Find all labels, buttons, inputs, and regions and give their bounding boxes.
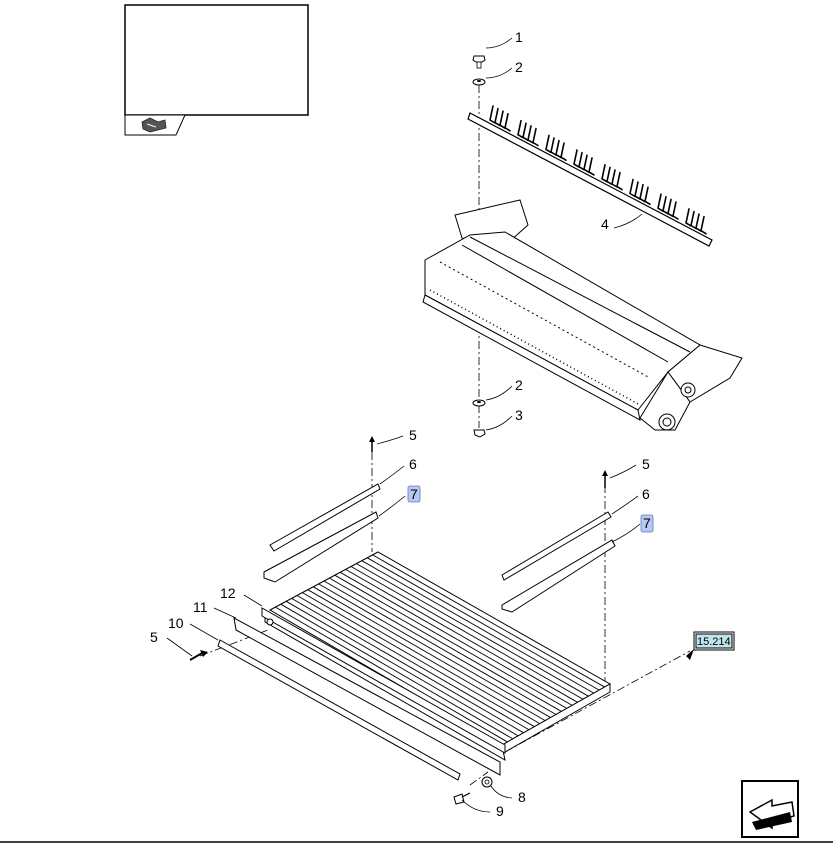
callout-5-bottom: 5	[150, 629, 158, 645]
floor-slat	[356, 563, 589, 697]
callout-10: 10	[168, 615, 184, 631]
callout-2-bottom: 2	[515, 377, 523, 393]
callout-6-left: 6	[409, 456, 417, 472]
callout-5-right: 5	[642, 456, 650, 472]
floor-slat	[296, 595, 530, 731]
part-2-washer-top[interactable]	[472, 78, 486, 86]
header-frame[interactable]	[422, 199, 743, 431]
tine	[700, 215, 707, 235]
part-5-pin-left[interactable]	[369, 436, 375, 452]
leader-lines	[166, 37, 643, 813]
tine	[517, 119, 524, 139]
tine	[489, 105, 496, 124]
tine	[504, 113, 511, 132]
tine	[560, 142, 567, 161]
overview-thumbnail[interactable]	[124, 4, 309, 136]
tine	[545, 134, 552, 154]
tine	[667, 198, 674, 218]
floor-slat	[329, 577, 562, 712]
callout-8: 8	[518, 789, 526, 805]
part-4-tine-bar[interactable]	[467, 105, 713, 247]
tine	[606, 166, 613, 186]
callout-6-right: 6	[642, 486, 650, 502]
callout-3: 3	[515, 407, 523, 423]
callout-2-top: 2	[515, 59, 523, 75]
callout-5-left: 5	[409, 427, 417, 443]
tine	[573, 149, 580, 168]
floor-slat	[323, 580, 557, 715]
floor-slat	[275, 606, 508, 743]
part-5-pin-right[interactable]	[602, 470, 608, 488]
tine	[672, 201, 679, 220]
tine	[494, 107, 501, 127]
floor-slat	[285, 600, 519, 737]
book-icon	[141, 117, 167, 133]
floor-slat	[372, 554, 605, 688]
tine	[695, 213, 702, 232]
tine	[685, 208, 692, 227]
tine	[657, 193, 664, 212]
callout-4: 4	[601, 216, 609, 232]
floor-slat	[318, 583, 551, 718]
floor-slat	[280, 603, 514, 740]
tine	[555, 139, 562, 159]
tine	[690, 210, 697, 230]
floor-slat	[312, 586, 546, 721]
part-5-pin-bottom[interactable]	[189, 650, 208, 661]
part-7-strip-right[interactable]	[501, 539, 616, 613]
part-6-strip-right[interactable]	[501, 511, 612, 581]
tine	[522, 122, 529, 142]
part-6-strip-left[interactable]	[269, 483, 381, 552]
tine	[639, 183, 646, 203]
tine	[629, 178, 636, 198]
part-3-nut[interactable]	[473, 429, 486, 438]
reference-arrow	[686, 649, 694, 660]
callout-7-left: 7	[410, 486, 418, 502]
floor-slat	[302, 592, 535, 728]
tine	[634, 181, 641, 200]
floor-slat	[366, 557, 600, 691]
part-11-cover-plate[interactable]	[233, 617, 501, 776]
callout-7-left-highlight	[407, 485, 421, 503]
floor-slat	[350, 566, 584, 700]
callouts: 1 2 2 3 4 5 6 7 5 6 7 12 11 10 5 8 9	[150, 29, 654, 819]
tine	[527, 125, 534, 144]
tine	[583, 154, 590, 174]
floor-slat	[339, 571, 573, 706]
part-12-side-rail[interactable]	[261, 607, 506, 754]
part-1-bolt[interactable]	[472, 55, 486, 69]
floor-slat	[307, 589, 541, 725]
callout-7-right: 7	[643, 515, 651, 531]
tine	[644, 186, 651, 206]
reference-tag-label: 15.214	[697, 636, 731, 648]
next-page-arrow-icon[interactable]	[741, 780, 799, 838]
part-7-strip-left[interactable]	[263, 511, 379, 583]
floor-slat	[361, 560, 595, 694]
callout-11: 11	[193, 599, 208, 615]
tine	[662, 196, 669, 215]
tine	[499, 110, 506, 129]
callout-7-right-highlight	[640, 514, 654, 533]
part-2-washer-bottom[interactable]	[472, 399, 486, 407]
tine	[550, 137, 557, 156]
tine	[611, 169, 618, 188]
tine	[578, 151, 585, 171]
reference-link-15-214[interactable]: 15.214	[693, 631, 735, 651]
tine	[532, 127, 539, 147]
floor-slat	[291, 598, 524, 734]
callout-1: 1	[515, 29, 523, 45]
part-9-bolt[interactable]	[453, 792, 471, 805]
callout-12: 12	[220, 585, 236, 601]
tine	[588, 157, 595, 176]
callout-9: 9	[496, 803, 504, 819]
floor-slat	[345, 569, 578, 703]
part-10-strip[interactable]	[217, 639, 461, 781]
part-8-bushing[interactable]	[481, 776, 493, 788]
tine	[616, 171, 623, 191]
floor-slat	[334, 574, 568, 709]
tine	[601, 164, 608, 183]
